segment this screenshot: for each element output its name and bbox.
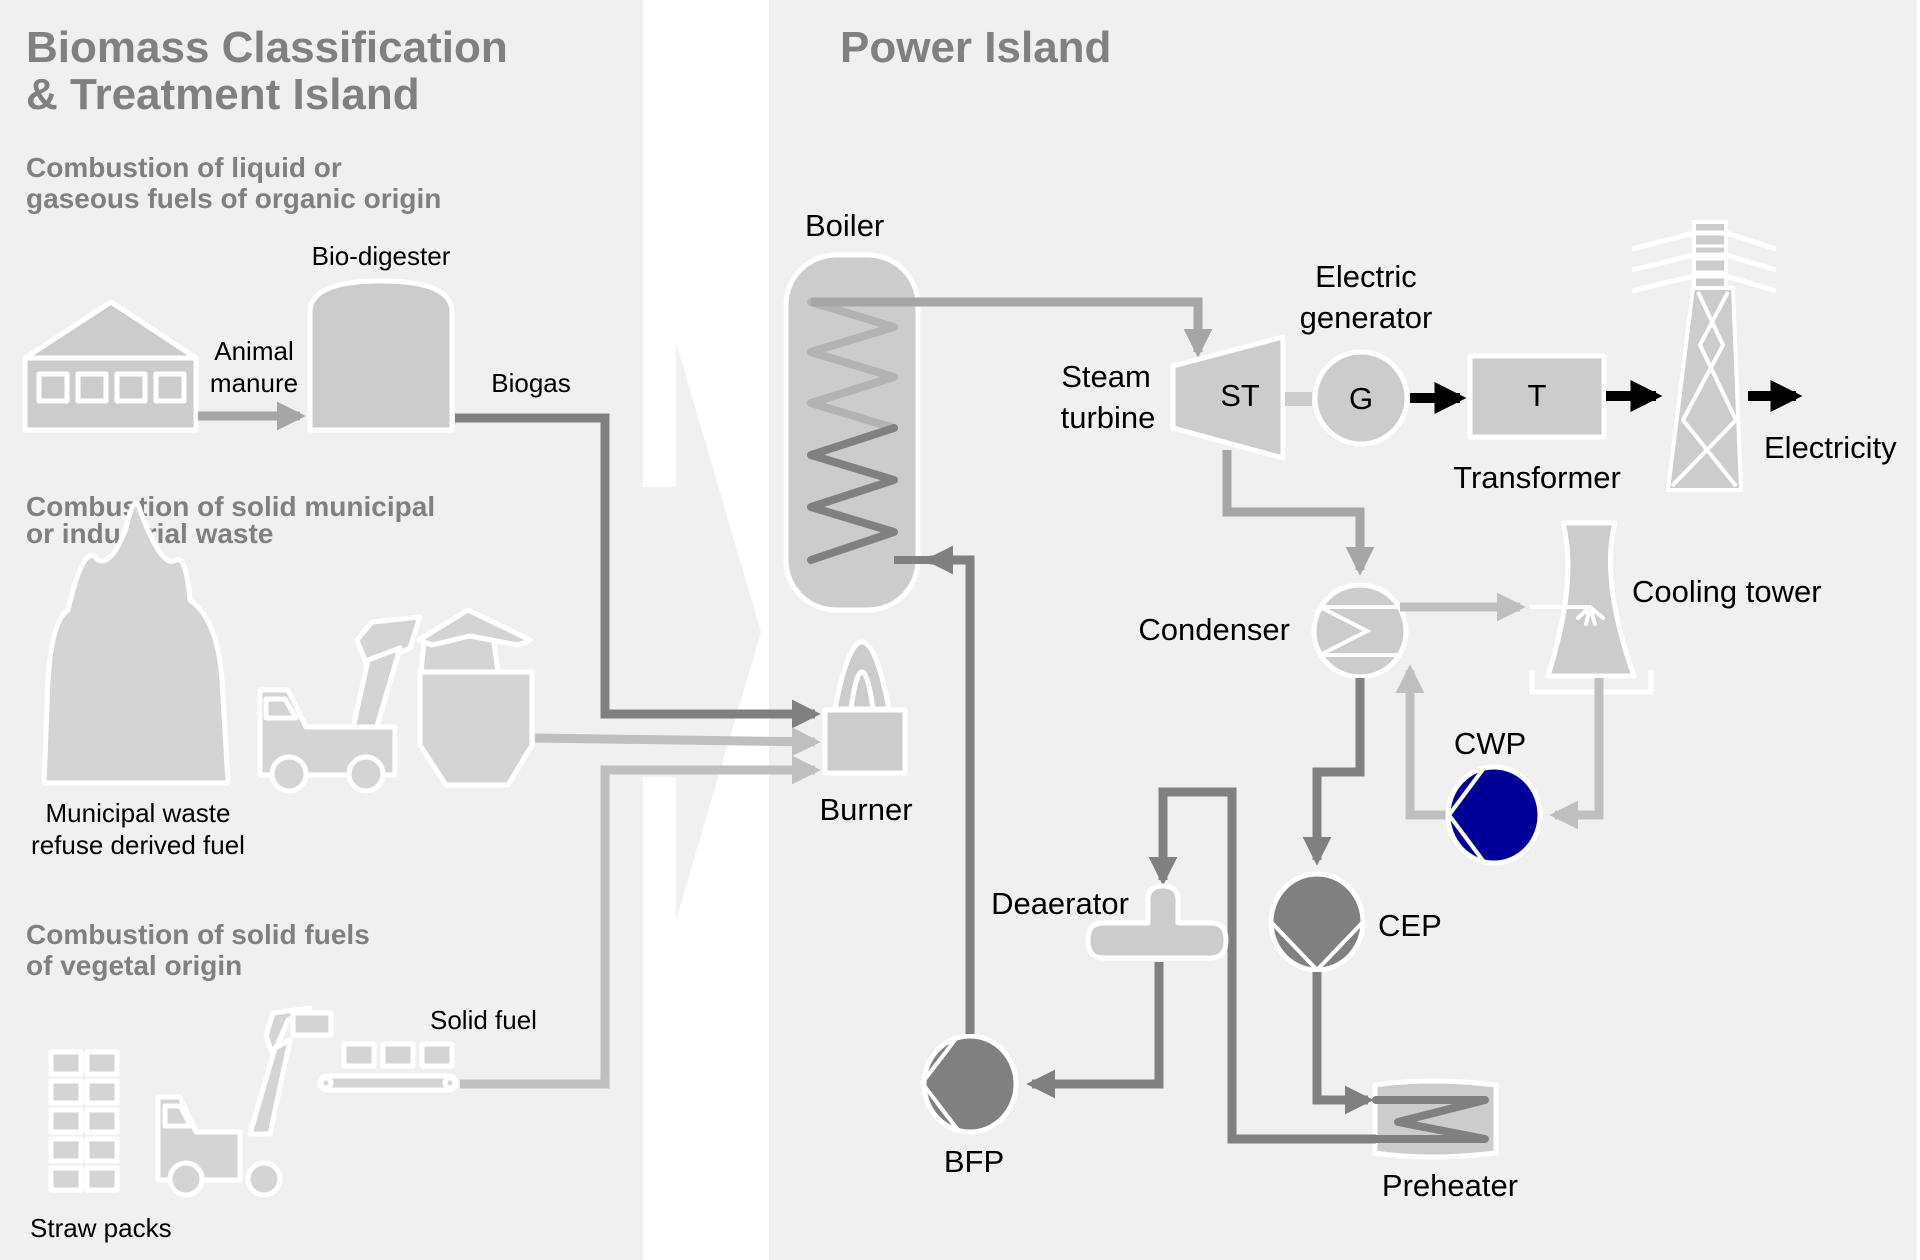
biogas-flow <box>455 413 821 729</box>
main-steam-flow <box>811 297 1213 358</box>
farm-house-icon <box>22 299 199 433</box>
left-panel-title-line2: & Treatment Island <box>26 70 420 119</box>
condenser-icon <box>1311 582 1409 680</box>
animal-manure-label-line1: Animal <box>214 336 293 366</box>
transformer-label: Transformer <box>1453 460 1621 495</box>
section-vegetal-line2: of vegetal origin <box>26 950 242 981</box>
preheater-to-deaerator-flow <box>1148 787 1376 1144</box>
steam-turbine-icon <box>1170 334 1286 461</box>
cep-to-preheater-flow <box>1312 972 1374 1115</box>
section-liquid-gaseous-line1: Combustion of liquid or <box>26 152 342 183</box>
flow-direction-arrow <box>643 342 761 920</box>
steam-turbine-symbol: ST <box>1220 378 1260 413</box>
cooling-tower-icon <box>1545 520 1637 679</box>
cooling-water-supply-flow <box>1395 664 1449 820</box>
biogas-label: Biogas <box>491 368 571 398</box>
steam-turbine-label-line1: Steam <box>1061 359 1151 394</box>
waste-pile-icon <box>41 500 231 786</box>
section-liquid-gaseous-line2: gaseous fuels of organic origin <box>26 183 441 214</box>
deaerator-to-bfp-flow <box>1026 962 1164 1099</box>
straw-packs-label: Straw packs <box>30 1213 172 1243</box>
section-vegetal-line1: Combustion of solid fuels <box>26 919 370 950</box>
preheater-label: Preheater <box>1382 1168 1518 1203</box>
generator-symbol: G <box>1349 381 1373 416</box>
boiler-label: Boiler <box>805 208 884 243</box>
boiler-icon <box>783 252 921 613</box>
solid-fuel-flow <box>460 755 821 1089</box>
burner-icon <box>822 707 908 776</box>
bio-digester-icon <box>307 278 455 433</box>
boiler-coil-lower <box>807 424 898 564</box>
boiler-coil-upper <box>807 298 898 432</box>
sprayer-icon <box>1576 604 1605 626</box>
cep-label: CEP <box>1378 908 1442 943</box>
turbine-shaft <box>1285 392 1312 406</box>
burner-flame-inner-icon <box>848 669 876 712</box>
feedwater-flow <box>924 545 975 1034</box>
conveyor-icon <box>317 1041 459 1093</box>
condensate-flow <box>1302 678 1365 866</box>
straw-packs-icon <box>48 1049 120 1193</box>
deaerator-icon <box>1085 883 1229 961</box>
section-municipal-waste-line1: Combustion of solid municipal <box>26 491 435 522</box>
generator-icon <box>1312 349 1410 447</box>
waste-loader-truck-icon <box>257 614 423 794</box>
cwp-label: CWP <box>1454 726 1526 761</box>
solid-fuel-label: Solid fuel <box>430 1005 537 1035</box>
preheater-icon <box>1372 1078 1499 1160</box>
transformer-icon <box>1467 353 1607 440</box>
cold-water-return-flow <box>1549 678 1604 830</box>
burner-label: Burner <box>819 792 912 827</box>
straw-loader-truck-icon <box>155 1005 334 1198</box>
cwp-pump-icon <box>1445 764 1543 866</box>
steam-turbine-label-line2: turbine <box>1061 400 1156 435</box>
cwp-pump-symbol <box>1446 766 1486 864</box>
rdf-flow <box>534 727 821 757</box>
municipal-waste-label-line1: Municipal waste <box>46 798 231 828</box>
condenser-label: Condenser <box>1138 612 1290 647</box>
cooling-tower-basin <box>1529 670 1654 695</box>
preheater-coil <box>1372 1096 1489 1143</box>
deaerator-label: Deaerator <box>991 886 1129 921</box>
left-panel-title-line1: Biomass Classification <box>26 23 508 72</box>
generator-label-line2: generator <box>1300 300 1433 335</box>
turbine-exhaust-flow <box>1222 450 1375 576</box>
transformer-symbol: T <box>1528 378 1547 413</box>
electricity-label: Electricity <box>1764 430 1897 465</box>
animal-manure-label-line2: manure <box>210 368 298 398</box>
waste-hopper-icon <box>416 607 535 788</box>
bfp-pump-icon <box>921 1033 1019 1135</box>
right-panel-title: Power Island <box>840 23 1111 72</box>
municipal-waste-label-line2: refuse derived fuel <box>31 830 245 860</box>
cep-pump-icon <box>1268 871 1366 973</box>
cooling-tower-label: Cooling tower <box>1632 574 1822 609</box>
condenser-coil-icon <box>1319 605 1400 657</box>
cep-pump-symbol <box>1270 921 1364 973</box>
bfp-pump-symbol <box>919 1034 960 1132</box>
generator-label-line1: Electric <box>1315 259 1417 294</box>
transmission-tower-icon <box>1631 220 1777 492</box>
bfp-label: BFP <box>944 1144 1004 1179</box>
bio-digester-label: Bio-digester <box>312 241 451 271</box>
